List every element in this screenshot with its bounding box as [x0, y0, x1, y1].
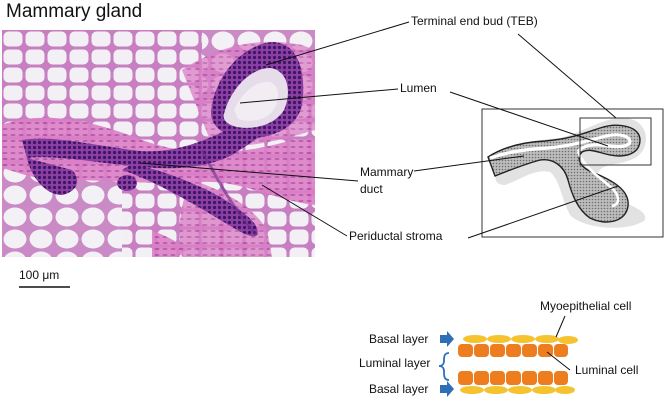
duct-schematic-line [413, 155, 525, 172]
cell-layer-diagram [438, 315, 578, 397]
luminal-brace-icon [438, 352, 450, 381]
myoepithelial-leader-line [555, 315, 566, 338]
myoepithelial-row-bottom [460, 386, 575, 394]
luminal-row-bottom [458, 371, 568, 385]
lumen-schematic-line [449, 91, 609, 147]
teb-schematic-line [517, 33, 617, 119]
stroma-leader-line [261, 184, 348, 237]
duct-label-line2: duct [360, 182, 383, 196]
teb-label: Terminal end bud (TEB) [411, 14, 538, 28]
myoepithelial-cell-label: Myoepithelial cell [540, 299, 632, 313]
schematic-lumen [489, 133, 632, 160]
figure-title: Mammary gland [6, 1, 143, 22]
duct-leader-line [139, 162, 359, 182]
schematic-diagram [481, 108, 664, 238]
basal-layer-top-label: Basal layer [369, 332, 429, 346]
histology-image [2, 30, 315, 257]
luminal-cell-label: Luminal cell [575, 363, 639, 377]
lumen-label: Lumen [400, 81, 437, 95]
basal-top-arrow-icon [440, 331, 454, 347]
luminal-layer-label: Luminal layer [359, 356, 431, 370]
duct-label-line1: Mammary [360, 165, 414, 179]
histology-micrograph [2, 30, 315, 257]
basal-layer-bottom-label: Basal layer [369, 382, 429, 396]
lumen-leader-line [239, 88, 399, 104]
stroma-label: Periductal stroma [349, 229, 443, 243]
myoepithelial-row-top [463, 335, 578, 344]
luminal-cell-leader-line [546, 351, 571, 371]
stroma-schematic-line [467, 185, 619, 239]
scale-bar-label: 100 μm [19, 268, 60, 282]
basal-bottom-arrow-icon [440, 381, 454, 397]
teb-leader-line [265, 21, 410, 66]
